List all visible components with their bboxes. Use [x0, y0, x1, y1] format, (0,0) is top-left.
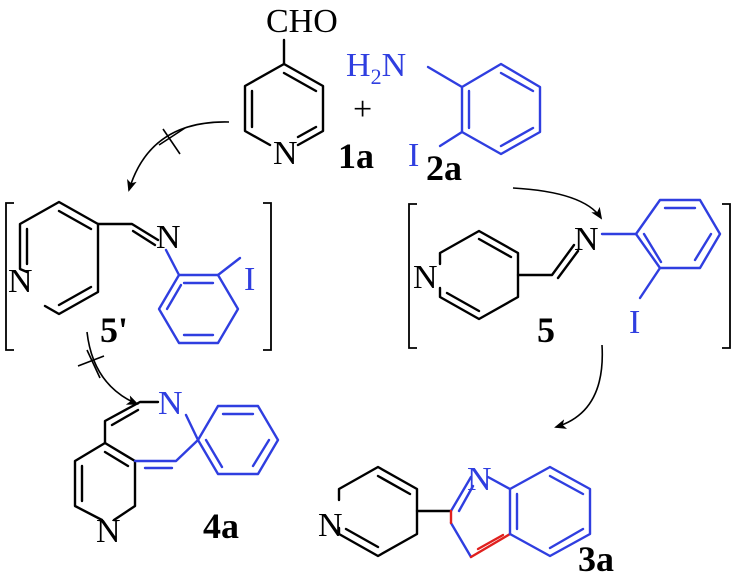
pyridine-ring-4a [73, 441, 137, 522]
iodo-bond-5 [638, 266, 662, 300]
compound-5: N N I 5 [408, 198, 731, 350]
imine-double-bond-5 [556, 249, 580, 280]
imine-n-label-5: N [574, 221, 599, 258]
pyridine-n-label-5prime: N [8, 263, 33, 300]
pyridine-ring-5prime [18, 200, 100, 316]
compound-number-1a: 1a [338, 136, 374, 176]
iodine-label-5prime: I [244, 261, 255, 298]
amine-bond [426, 65, 464, 89]
quinoline-benzo-double-bonds [515, 474, 585, 550]
iodo-bond-5prime [216, 256, 242, 277]
pyridine-n-label-5: N [413, 259, 438, 296]
quinoline-new-ring-bonds [449, 509, 512, 559]
pyridine-ring-4a-double-bonds [80, 450, 130, 503]
arrow-1a-to-5prime-blocked [127, 121, 230, 192]
pyridine-ring-3a [337, 465, 419, 558]
ring-n-label-4a-bottom: N [96, 513, 121, 550]
compound-2a: H2N I 2a [346, 47, 542, 188]
compound-4a: N N 4a [73, 385, 280, 550]
benzene-ring-4a-double-bonds [204, 412, 271, 469]
central-ring-4a-double-bond [110, 408, 140, 427]
aldehyde-group-label: CHO [266, 3, 338, 40]
imine-n-label-5prime: N [156, 219, 181, 256]
central-ring-4a-left [103, 400, 160, 445]
central-ring-4a-right [133, 413, 200, 463]
pyridine-ring-1a-double-bonds [250, 71, 318, 139]
iodine-label-5: I [629, 304, 640, 341]
plus-sign: + [353, 91, 372, 128]
imine-chain-5prime [96, 222, 160, 242]
pyridine-ring-5prime-double-bonds [25, 209, 93, 307]
amine-label: H2N [346, 47, 406, 89]
arrow-2a-to-5 [512, 187, 603, 220]
benzene-ring-2a [460, 62, 542, 156]
bracket-right-5 [722, 203, 731, 349]
ring-n-label-4a-top: N [158, 385, 183, 422]
bracket-right-5prime [263, 202, 272, 351]
compound-number-5prime: 5' [100, 310, 128, 350]
compound-3a: N N 3a [318, 461, 614, 579]
compound-1a: CHO N 1a [243, 3, 374, 176]
benzene-ring-4a [196, 404, 280, 476]
arrow-5prime-to-4a-blocked [86, 331, 139, 405]
iodine-label-2a: I [408, 137, 419, 174]
pyridine-ring-5 [438, 229, 520, 321]
benzene-ring-5prime [157, 273, 240, 345]
imine-chain-5 [516, 243, 576, 277]
blocked-mark-bottom [77, 349, 105, 379]
bracket-left-5 [408, 203, 417, 349]
reaction-arrows [77, 121, 604, 429]
compound-number-3a: 3a [578, 539, 614, 579]
benzene-ring-5-double-bonds [642, 206, 713, 264]
quinoline-n-label-3a: N [467, 461, 492, 498]
n-aryl-bond-5prime [164, 248, 181, 277]
compound-5-prime: N N I 5' [5, 200, 272, 351]
pyridine-n-label-1a: N [273, 135, 298, 172]
blocked-mark-top [158, 127, 186, 155]
benzene-ring-5prime-double-bonds [165, 281, 215, 337]
imine-double-bond-5prime [131, 229, 157, 247]
pyridine-ring-5-double-bonds [445, 237, 513, 313]
compound-number-2a: 2a [426, 148, 462, 188]
benzene-ring-2a-double-bonds [467, 71, 535, 148]
quinoline-benzo-ring [508, 465, 592, 558]
iodo-bond [438, 130, 464, 148]
benzene-ring-5 [634, 198, 722, 270]
quinoline-cn-double-bond [457, 484, 475, 513]
bracket-left-5prime [5, 202, 14, 351]
arrow-5-to-3a [554, 344, 604, 429]
pyridine-n-label-3a: N [318, 507, 343, 544]
compound-number-4a: 4a [203, 506, 239, 546]
compound-number-5: 5 [537, 310, 555, 350]
quinoline-new-double-bond [476, 533, 505, 551]
pyridine-ring-1a [243, 62, 325, 147]
pyridine-ring-3a-double-bonds [344, 474, 412, 549]
